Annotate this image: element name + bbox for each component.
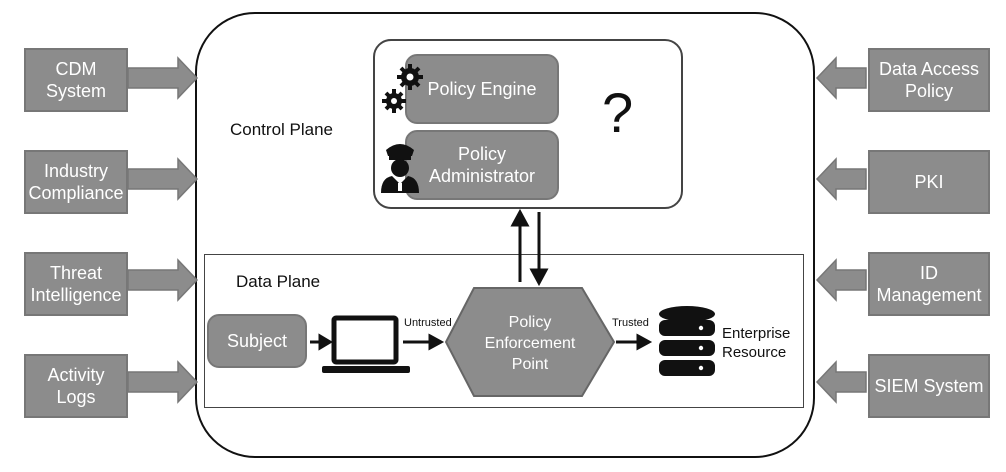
question-mark: ?: [602, 81, 634, 144]
source-industry-label: Industry Compliance: [28, 161, 124, 203]
left-arrow-activity: [127, 360, 199, 404]
database-icon: [659, 306, 715, 376]
source-pki: PKI: [868, 150, 990, 214]
source-dap-label: Data Access Policy: [878, 59, 980, 101]
right-arrow-idm: [815, 258, 867, 302]
source-cdm-system: CDM System: [24, 48, 128, 112]
untrusted-label: Untrusted: [404, 317, 452, 329]
data-plane-label: Data Plane: [236, 272, 321, 291]
left-arrow-cdm: [127, 56, 199, 100]
left-arrow-threat: [127, 258, 199, 302]
subject-label: Subject: [226, 331, 288, 351]
source-cdm-label: CDM System: [45, 59, 106, 101]
source-activity-label: Activity Logs: [47, 365, 105, 407]
policy-engine-box: Policy Engine: [405, 54, 559, 124]
police-officer-icon: [381, 144, 419, 193]
policy-administrator-box: Policy Administrator: [405, 130, 559, 200]
trusted-label: Trusted: [612, 317, 649, 329]
gear-icon: [382, 64, 423, 113]
left-arrow-industry: [127, 157, 199, 201]
control-plane-label: Control Plane: [230, 120, 334, 139]
pep-hexagon: [444, 287, 616, 397]
source-data-access-policy: Data Access Policy: [868, 48, 990, 112]
right-arrow-dap: [815, 56, 867, 100]
enterprise-resource-label: Enterprise Resource: [722, 325, 791, 361]
source-pki-label: PKI: [914, 172, 944, 192]
source-idm-label: ID Management: [876, 263, 982, 305]
source-industry-compliance: Industry Compliance: [24, 150, 128, 214]
source-id-management: ID Management: [868, 252, 990, 316]
laptop-icon: [322, 315, 410, 373]
policy-administrator-label: Policy Administrator: [428, 144, 536, 186]
source-threat-label: Threat Intelligence: [30, 263, 122, 305]
source-siem-system: SIEM System: [868, 354, 990, 418]
source-threat-intelligence: Threat Intelligence: [24, 252, 128, 316]
source-siem-label: SIEM System: [874, 376, 984, 396]
policy-engine-label: Policy Engine: [427, 79, 537, 99]
subject-box: Subject: [207, 314, 307, 368]
right-arrow-siem: [815, 360, 867, 404]
right-arrow-pki: [815, 157, 867, 201]
source-activity-logs: Activity Logs: [24, 354, 128, 418]
pep-label: Policy Enforcement Point: [484, 314, 576, 373]
